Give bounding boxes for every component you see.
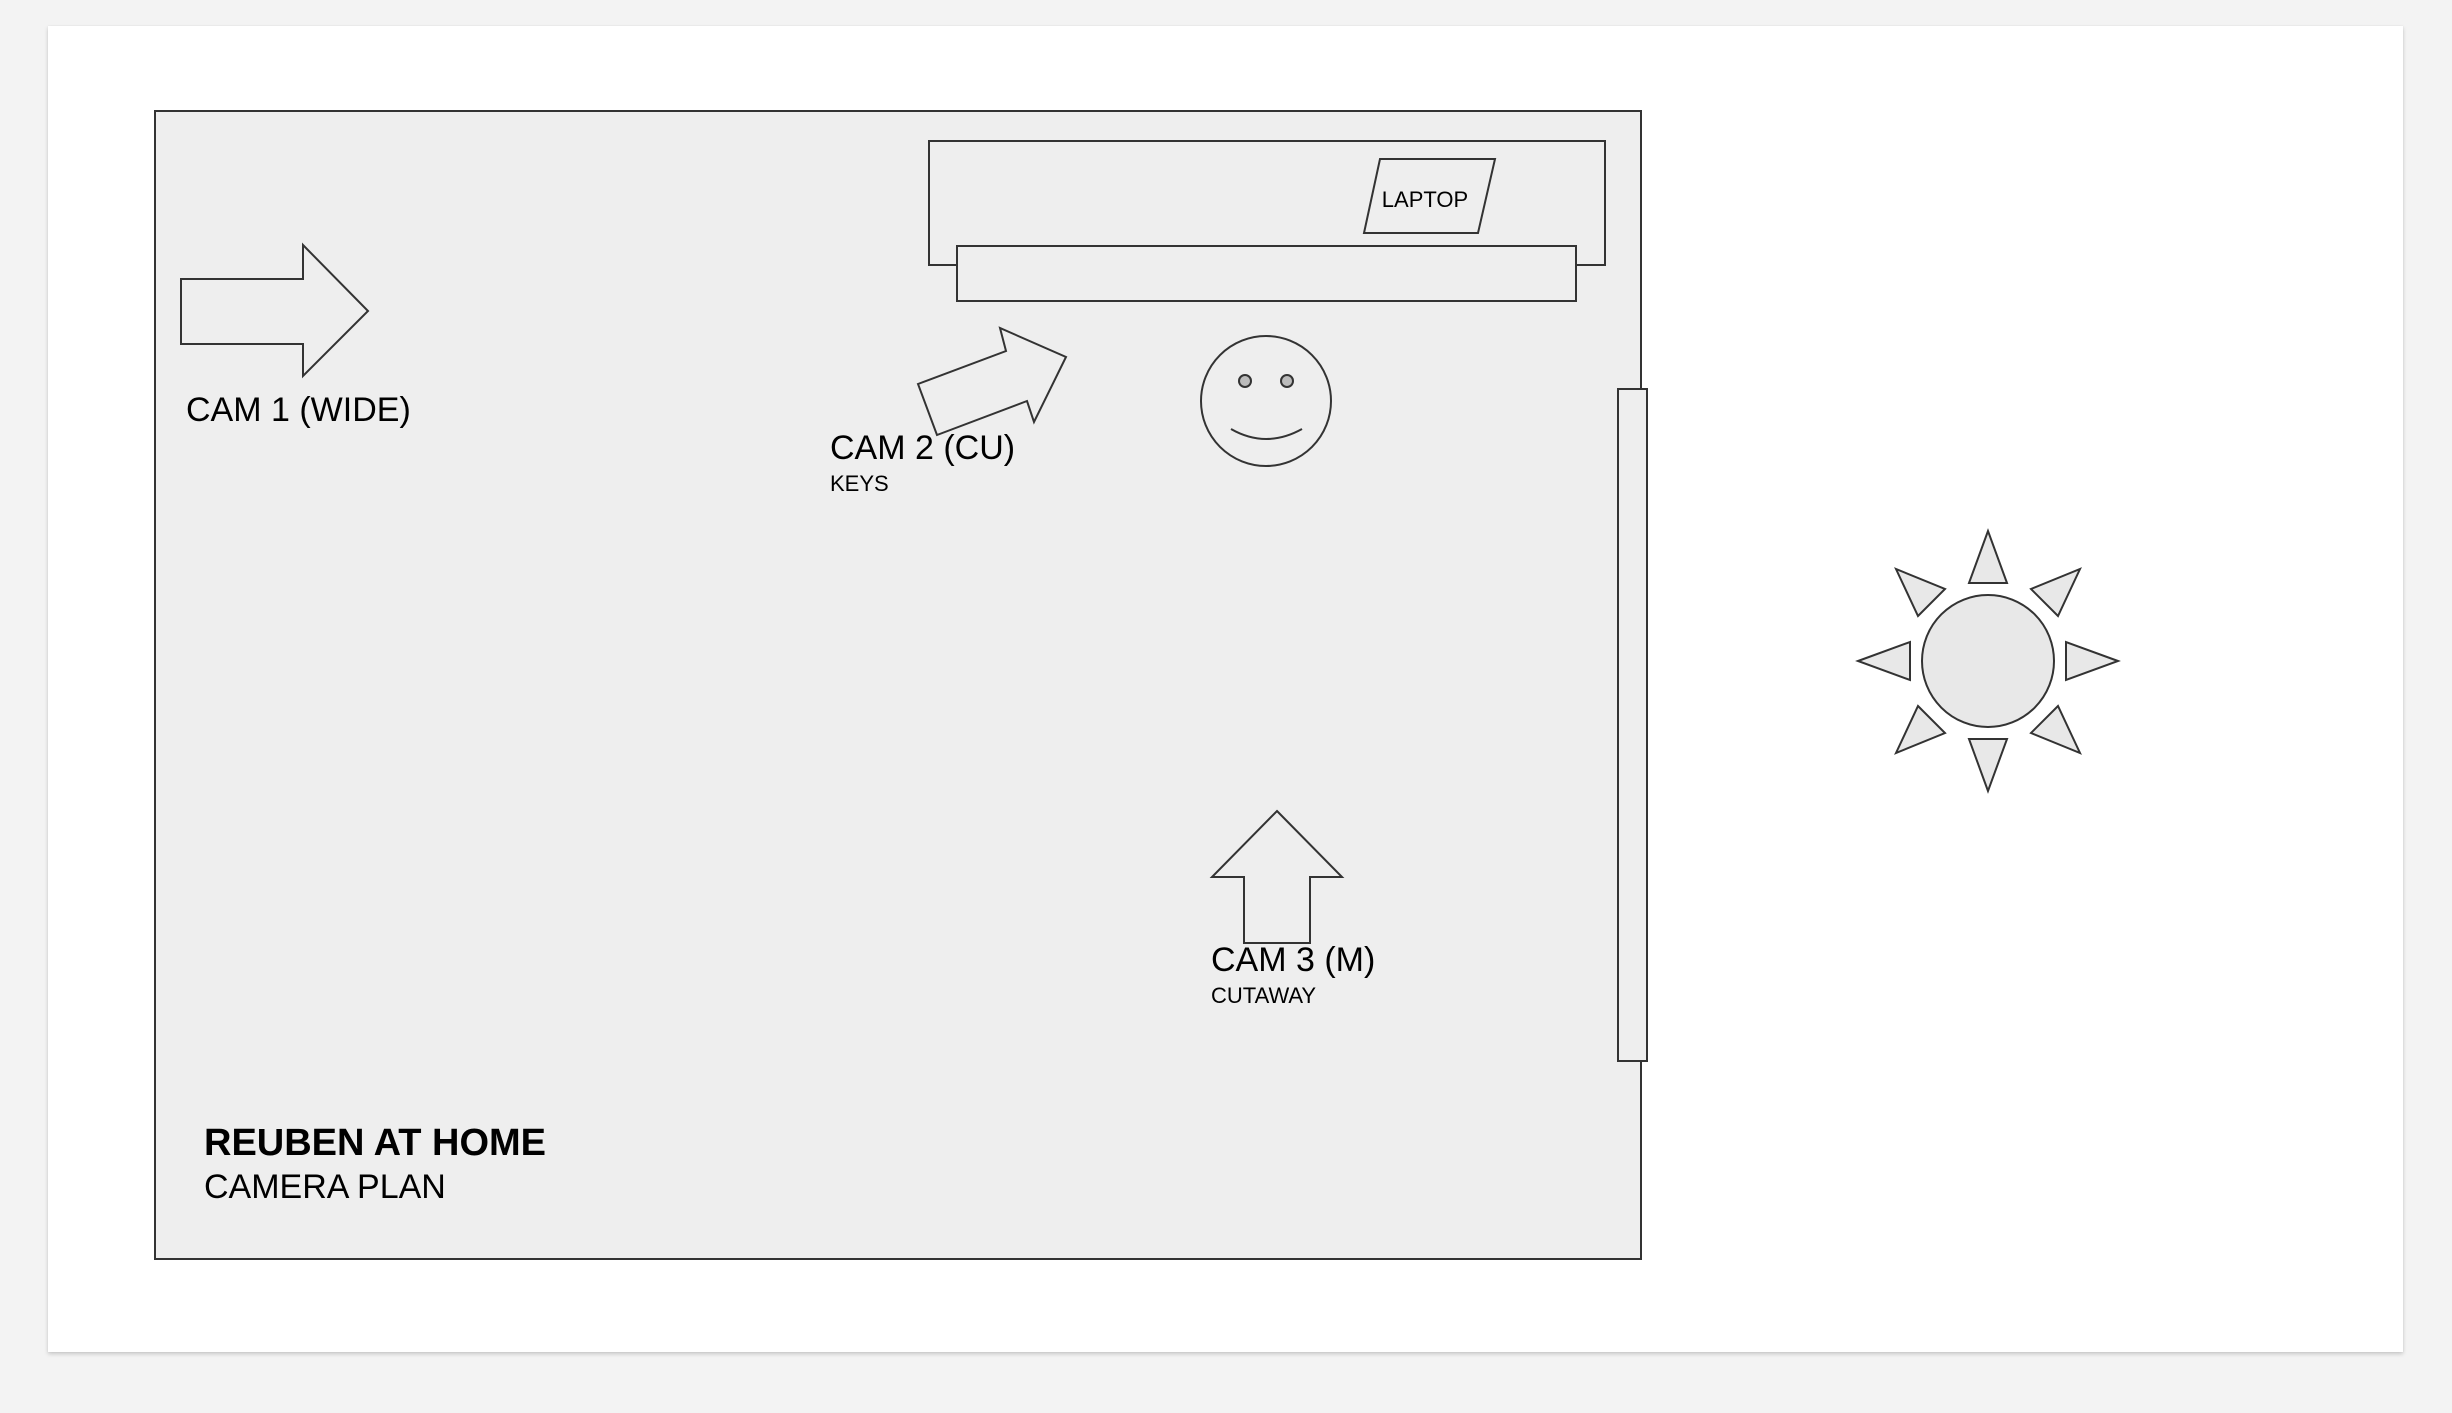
cam2-label: CAM 2 (CU) <box>830 429 1015 467</box>
plan-title: REUBEN AT HOME <box>204 1122 546 1164</box>
smiley-face-icon <box>1200 335 1332 467</box>
cam1-arrow-icon <box>180 242 370 379</box>
cam1-label: CAM 1 (WIDE) <box>186 391 411 429</box>
plan-subtitle: CAMERA PLAN <box>204 1168 446 1206</box>
laptop-label: LAPTOP <box>1382 187 1468 212</box>
slide-canvas: LAPTOP CAM 1 (WIDE) CAM 2 (CU) KEYS CAM … <box>48 26 2403 1352</box>
camera-plan-diagram: LAPTOP CAM 1 (WIDE) CAM 2 (CU) KEYS CAM … <box>154 110 2121 1260</box>
sun-icon <box>1855 528 2121 794</box>
cam3-arrow-icon <box>1209 809 1345 944</box>
cam2-note: KEYS <box>830 471 889 496</box>
keyboard <box>956 245 1577 302</box>
cam3-note: CUTAWAY <box>1211 983 1316 1008</box>
laptop <box>1362 158 1497 234</box>
cam3-label: CAM 3 (M) <box>1211 941 1375 979</box>
window <box>1617 388 1648 1062</box>
room-outline <box>154 110 1642 1260</box>
cam2-arrow-icon <box>916 326 1068 437</box>
